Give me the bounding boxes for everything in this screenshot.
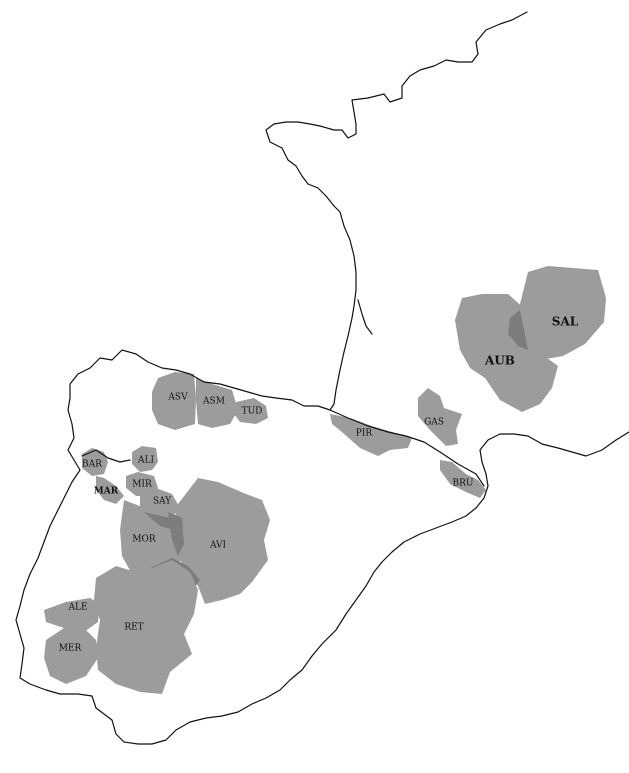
region-asv (152, 372, 196, 430)
region-mer (44, 628, 98, 684)
region-label-pir: PIR (356, 429, 373, 439)
region-asm (196, 378, 238, 428)
region-label-ali: ALI (137, 456, 154, 466)
region-label-mor: MOR (132, 535, 156, 545)
region-ret (94, 560, 198, 694)
region-label-gas: GAS (424, 418, 444, 428)
france-atlantic-coastline (265, 11, 528, 411)
region-label-mar: MAR (94, 487, 119, 497)
region-label-bar: BAR (82, 460, 102, 470)
region-pir (330, 414, 412, 456)
region-label-sal: SAL (552, 315, 579, 329)
region-label-say: SAY (153, 497, 172, 507)
region-avi (174, 478, 270, 604)
iberia-coastline (15, 349, 629, 745)
region-gas (418, 388, 462, 446)
region-ali (132, 446, 158, 472)
region-tud (234, 398, 268, 424)
region-sal (518, 266, 606, 360)
gironde-estuary (357, 299, 373, 335)
region-aub (455, 294, 558, 412)
region-label-aub: AUB (484, 354, 515, 368)
labels-layer: SAL AUB ASV ASM TUD PIR GAS BRU BAR ALI … (59, 315, 579, 654)
region-label-avi: AVI (209, 541, 227, 551)
coastline-layer (15, 11, 629, 745)
region-bar (82, 448, 108, 476)
region-label-asv: ASV (167, 393, 188, 403)
region-label-bru: BRU (453, 479, 474, 489)
region-say-mor-overlap (144, 512, 174, 530)
region-bru (440, 460, 486, 498)
region-label-ale: ALE (67, 603, 87, 613)
pyrenees-border (329, 409, 485, 487)
regions-layer (44, 266, 606, 694)
region-mor-avi-overlap (168, 512, 184, 556)
region-label-mir: MIR (132, 480, 152, 490)
region-label-mer: MER (59, 644, 82, 654)
region-label-ret: RET (124, 623, 143, 633)
region-sal-aub-overlap (508, 310, 528, 350)
region-ale (44, 598, 100, 632)
portugal-north-border (81, 449, 131, 463)
region-mar (96, 476, 124, 504)
region-label-tud: TUD (242, 407, 263, 417)
region-label-asm: ASM (202, 397, 225, 407)
